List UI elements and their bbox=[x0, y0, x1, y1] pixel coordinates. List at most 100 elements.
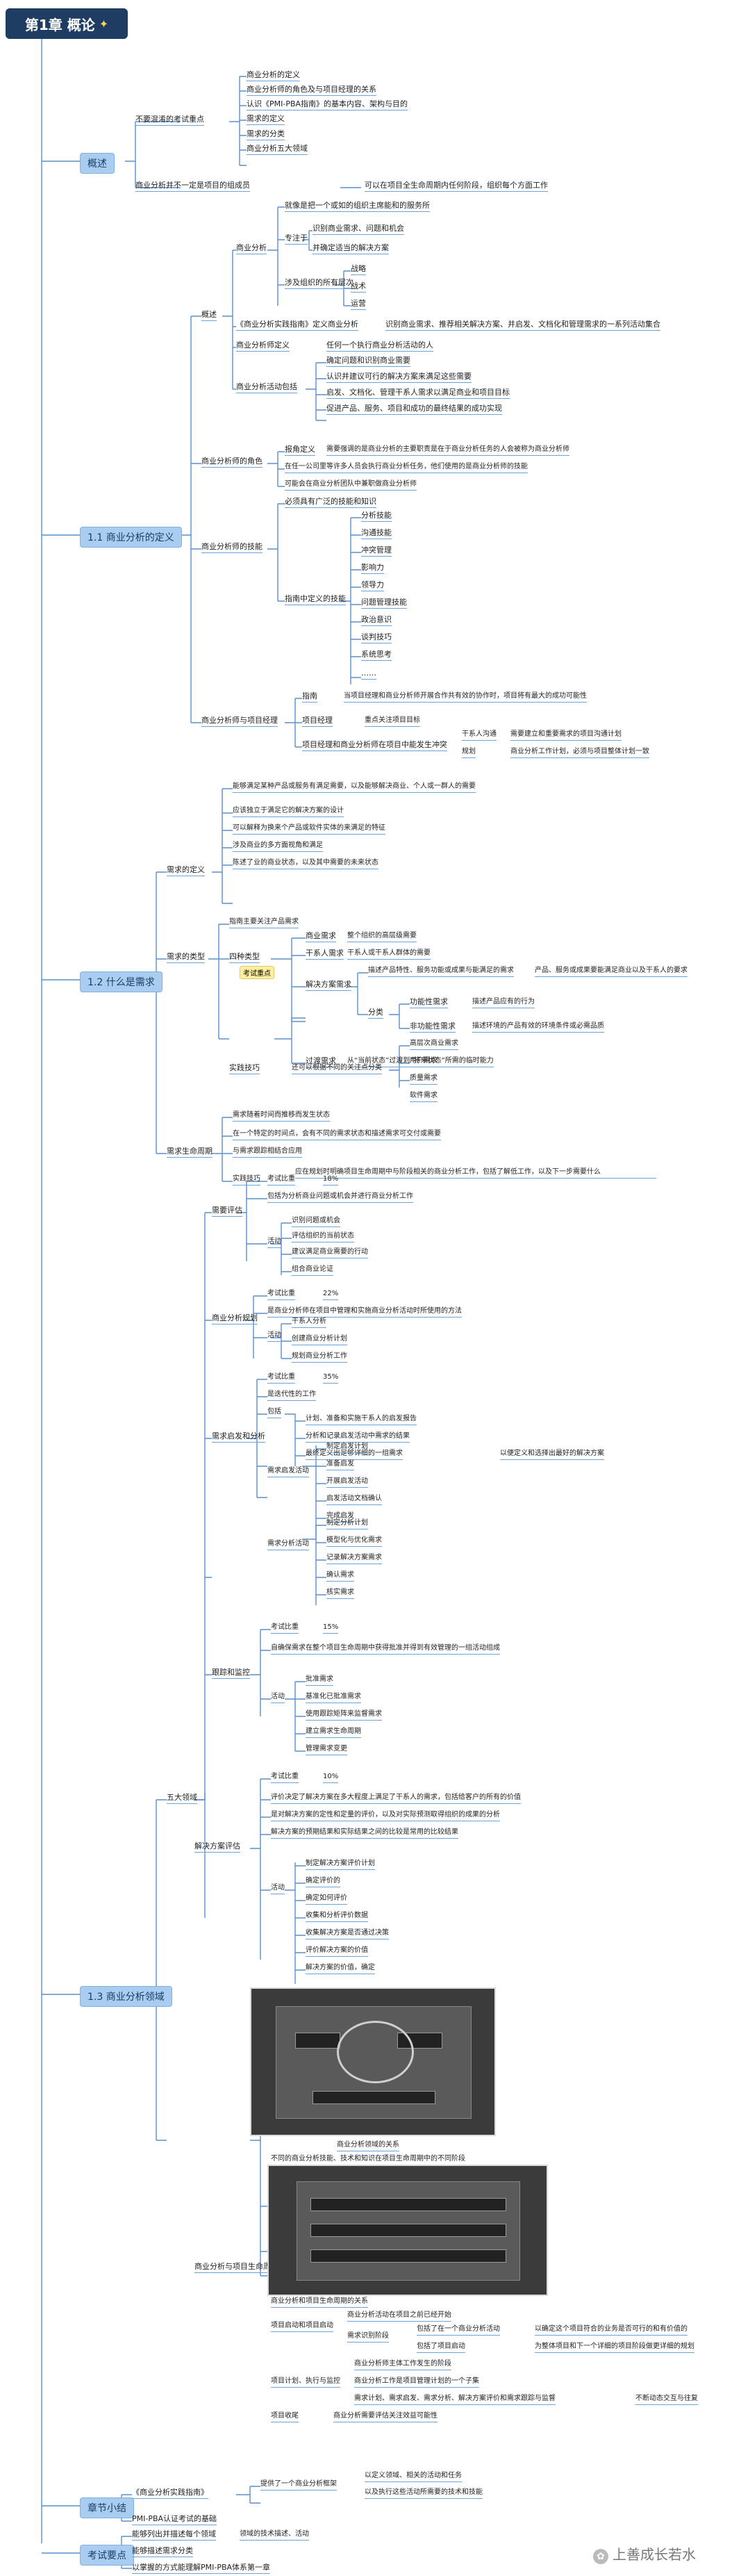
s11-focus-item: 识别商业需求、问题和机会 bbox=[312, 224, 404, 235]
s12-def-item: 应该独立于满足它的解决方案的设计 bbox=[233, 806, 344, 817]
s12-life-item: 需求随着时间而推移而发生状态 bbox=[233, 1110, 330, 1122]
star-icon: ✦ bbox=[99, 17, 109, 31]
s11-role-item: 可能会在商业分析团队中兼职做商业分析师 bbox=[285, 479, 417, 491]
s13-d3-elicit-item: 制定启发计划 bbox=[326, 1442, 368, 1453]
s12-classify: 分类 bbox=[368, 1008, 383, 1019]
summary-a-c: 以及执行这些活动所需要的技术和技能 bbox=[365, 2488, 483, 2499]
s11-focus-item: 并确定适当的解决方案 bbox=[312, 243, 389, 254]
s13-d3-pct: 35% bbox=[323, 1372, 339, 1384]
s11-pm: 商业分析师与项目经理 bbox=[201, 716, 278, 727]
s12-type: 解决方案需求 bbox=[306, 980, 351, 991]
s12-def: 需求的定义 bbox=[167, 865, 205, 876]
s12-func-b: 描述产品应有的行为 bbox=[472, 997, 535, 1008]
overview-key: 不要混淆的考试重点 bbox=[135, 115, 204, 126]
s11-pm-item: 项目经理 bbox=[302, 716, 333, 727]
s13-d3-elicit-item: 准备启发 bbox=[326, 1459, 354, 1470]
s13-d1-activity: 组合商业论证 bbox=[292, 1265, 333, 1276]
s13-d4-act: 活动 bbox=[271, 1692, 285, 1703]
s13-d5-activity: 收集和分析评价数据 bbox=[306, 1911, 368, 1922]
s13-d2-activity: 干系人分析 bbox=[292, 1317, 326, 1328]
s11-pm-d: 商业分析工作计划，必须与项目整体计划一致 bbox=[510, 747, 649, 758]
s11-pm-item: 指南 bbox=[302, 691, 317, 703]
s11-def-b: 识别商业需求、推荐相关解决方案、并启发、文档化和管理需求的一系列活动集合 bbox=[385, 320, 660, 331]
exam-item: 能够列出并描述每个领域 bbox=[132, 2529, 216, 2541]
s11-ba-role: 商业分析师定义 bbox=[236, 341, 290, 352]
s13-plan-b: 不断动态交互与往复 bbox=[635, 2394, 698, 2405]
root-node[interactable]: 第1章 概论 ✦ bbox=[6, 8, 128, 39]
s12-sol-c: 产品、服务或成果要能满足商业以及干系人的要求 bbox=[535, 966, 688, 977]
s11-level: 战略 bbox=[351, 264, 366, 275]
s11-skill-item: 系统思考 bbox=[361, 650, 392, 661]
s13-d2-activity: 规划商业分析工作 bbox=[292, 1352, 347, 1363]
s13-d3-desc: 是迭代性的工作 bbox=[267, 1390, 316, 1401]
node-1-3[interactable]: 1.3 商业分析领域 bbox=[80, 1986, 172, 2007]
domain-relation-photo bbox=[250, 1987, 496, 2136]
s13-d4-activity: 使用跟踪矩阵来监督需求 bbox=[306, 1709, 382, 1721]
s11-activities: 商业分析活动包括 bbox=[236, 382, 297, 393]
s11-skill-b: 指南中定义的技能 bbox=[285, 594, 346, 605]
s12-practice-b: 还可以根据不同的关注点分类 bbox=[292, 1063, 382, 1074]
s12-type: 商业需求 bbox=[306, 931, 336, 942]
s13-d5-desc: 解决方案的预期结果和实际结果之间的比较是常用的比较结果 bbox=[271, 1828, 458, 1839]
s13-plan-item: 商业分析师主体工作发生的阶段 bbox=[354, 2359, 451, 2370]
s11-activity: 启发、文档化、管理干系人需求以满足商业和项目目标 bbox=[326, 388, 510, 399]
s13-pm-rel-a: 不同的商业分析技能、技术和知识在项目生命周期中的不同阶段 bbox=[271, 2154, 465, 2165]
s13-d4-desc: 自确保需求在整个项目生命周期中获得批准并得到有效管理的一组活动组成 bbox=[271, 1643, 500, 1655]
node-overview[interactable]: 概述 bbox=[80, 153, 115, 174]
s12-life-item: 在一个特定的时间点，会有不同的需求状态和描述需求可交付或需要 bbox=[233, 1129, 441, 1140]
s12-type: 干系人需求 bbox=[306, 949, 344, 960]
s13-d3-analysis-item: 模型化与优化需求 bbox=[326, 1536, 382, 1547]
s11-levels-label: 涉及组织的所有层次 bbox=[285, 278, 353, 289]
s12-types-a: 指南主要关注产品需求 bbox=[229, 917, 299, 928]
s11-pm-b: 当项目经理和商业分析师开展合作共有效的协作时，项目将有最大的成功可能性 bbox=[344, 691, 587, 703]
summary-b: PMI-PBA认证考试的基础 bbox=[132, 2514, 217, 2525]
s13-d2-activity: 创建商业分析计划 bbox=[292, 1334, 347, 1345]
overview-item: 需求的分类 bbox=[247, 129, 285, 140]
s11-skill-item: 冲突管理 bbox=[361, 545, 392, 557]
s13-d3-exam: 考试比重 bbox=[267, 1372, 295, 1384]
s13-proj-b: 包括了在一个商业分析活动 bbox=[417, 2324, 500, 2336]
s13-d4-activity: 基准化已批准需求 bbox=[306, 1692, 361, 1703]
s12-def-item: 涉及商业的多方面视角和满足 bbox=[233, 841, 323, 852]
s13-d4-activity: 建立需求生命周期 bbox=[306, 1727, 361, 1738]
node-exam[interactable]: 考试要点 bbox=[80, 2545, 134, 2566]
node-1-2[interactable]: 1.2 什么是需求 bbox=[80, 971, 162, 992]
s13-d1: 需要评估 bbox=[212, 1206, 242, 1217]
exam-item-b: 领域的技术描述、活动 bbox=[240, 2529, 309, 2541]
s13-d1-desc: 包括为分析商业问题或机会并进行商业分析工作 bbox=[267, 1192, 413, 1203]
s13-d3-analysis-item: 核实需求 bbox=[326, 1588, 354, 1599]
s13-d5-activity: 制定解决方案评价计划 bbox=[306, 1859, 375, 1870]
overview-item: 商业分析的定义 bbox=[247, 70, 300, 81]
s11-skill: 商业分析师的技能 bbox=[201, 542, 262, 553]
s11-focus: 专注于 bbox=[285, 233, 308, 245]
s13-d5-exam: 考试比重 bbox=[271, 1772, 299, 1783]
s13-d5-activity: 确定如何评价 bbox=[306, 1894, 347, 1905]
s13-d3-analysis: 需求分析活动 bbox=[267, 1539, 309, 1550]
s11-skill-item: 沟通技能 bbox=[361, 528, 392, 539]
s12-life-item: 与需求跟踪相结合应用 bbox=[233, 1147, 302, 1158]
watermark: ✿上善成长若水 bbox=[593, 2543, 696, 2564]
s13-d3-analysis-item: 确认需求 bbox=[326, 1570, 354, 1582]
node-1-1[interactable]: 1.1 商业分析的定义 bbox=[80, 527, 182, 548]
s13-relation: 商业分析领域的关系 bbox=[337, 2140, 399, 2151]
s13-d3: 需求启发和分析 bbox=[212, 1431, 265, 1443]
s13-d3-analysis-item: 记录解决方案需求 bbox=[326, 1553, 382, 1564]
s13-d3-inc-item: 分析和记录启发活动中需求的结果 bbox=[306, 1431, 410, 1443]
s12-practice-item: 质量需求 bbox=[410, 1074, 438, 1085]
s13-d5-activity: 确定评价的 bbox=[306, 1876, 340, 1887]
s12-type-b: 干系人或干系人群体的需要 bbox=[347, 949, 431, 960]
s13-d3-elicit-item: 启发活动文档确认 bbox=[326, 1494, 382, 1505]
summary-a-c: 以定义领域、相关的活动和任务 bbox=[365, 2471, 462, 2482]
s13-d4-exam: 考试比重 bbox=[271, 1623, 299, 1634]
node-summary[interactable]: 章节小结 bbox=[80, 2497, 134, 2518]
overview-item: 需求的定义 bbox=[247, 114, 285, 125]
s13-close-b: 商业分析需要评估关注效益可能性 bbox=[333, 2411, 438, 2422]
s13-d3-elicit-item: 完成启发 bbox=[326, 1511, 354, 1523]
s13-d5-act: 活动 bbox=[271, 1883, 285, 1894]
s13-proj-start: 项目启动和项目启动 bbox=[271, 2321, 333, 2332]
s11-skill-a: 必须具有广泛的技能和知识 bbox=[285, 497, 376, 508]
root-title: 第1章 概论 bbox=[24, 16, 95, 33]
overview-note: 商业分析并不一定是项目的组成员 bbox=[135, 181, 250, 192]
overview-item: 商业分析师的角色及与项目经理的关系 bbox=[247, 85, 376, 96]
s11-activity: 确定问题和识别商业需要 bbox=[326, 356, 410, 367]
